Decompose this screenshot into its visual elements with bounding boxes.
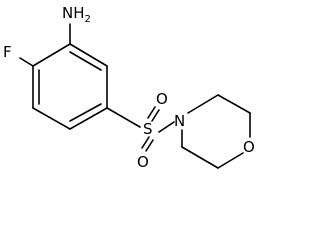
- ring-inner-bond-2: [69, 103, 102, 122]
- morpholine-oxygen-label: O: [243, 138, 255, 156]
- morpholine-bond-1: [187, 94, 219, 114]
- fluorine-bond: [19, 57, 34, 67]
- amine-label: NH2: [62, 4, 91, 25]
- sulfonyl-oxygen-bottom-label: O: [137, 153, 149, 171]
- s-o-bottom-bond-b: [145, 139, 154, 152]
- morpholine-nitrogen-label: N: [174, 112, 185, 130]
- sulfonyl-oxygen-top-label: O: [156, 90, 168, 108]
- s-o-bottom-bond-a: [141, 136, 150, 149]
- sulfonyl-bond: [106, 107, 141, 128]
- chemical-structure-diagram: NH2 F S O O N O: [3, 4, 255, 171]
- ring-inner-bond-1: [69, 51, 102, 71]
- ring-bond-6: [32, 43, 71, 67]
- ring-bond-3: [69, 107, 108, 130]
- morpholine-bond-4: [217, 152, 244, 169]
- ring-bond-4: [32, 107, 71, 130]
- s-o-top-bond-a: [147, 106, 156, 119]
- ring-bond-1: [69, 43, 108, 67]
- s-n-bond: [158, 121, 175, 133]
- sulfur-label: S: [143, 120, 153, 138]
- benzene-ring: [32, 43, 108, 130]
- morpholine-bond-2: [217, 94, 251, 114]
- morpholine-ring: [181, 94, 251, 169]
- morpholine-bond-5: [181, 146, 219, 169]
- s-o-top-bond-b: [151, 109, 160, 122]
- fluorine-label: F: [3, 43, 12, 61]
